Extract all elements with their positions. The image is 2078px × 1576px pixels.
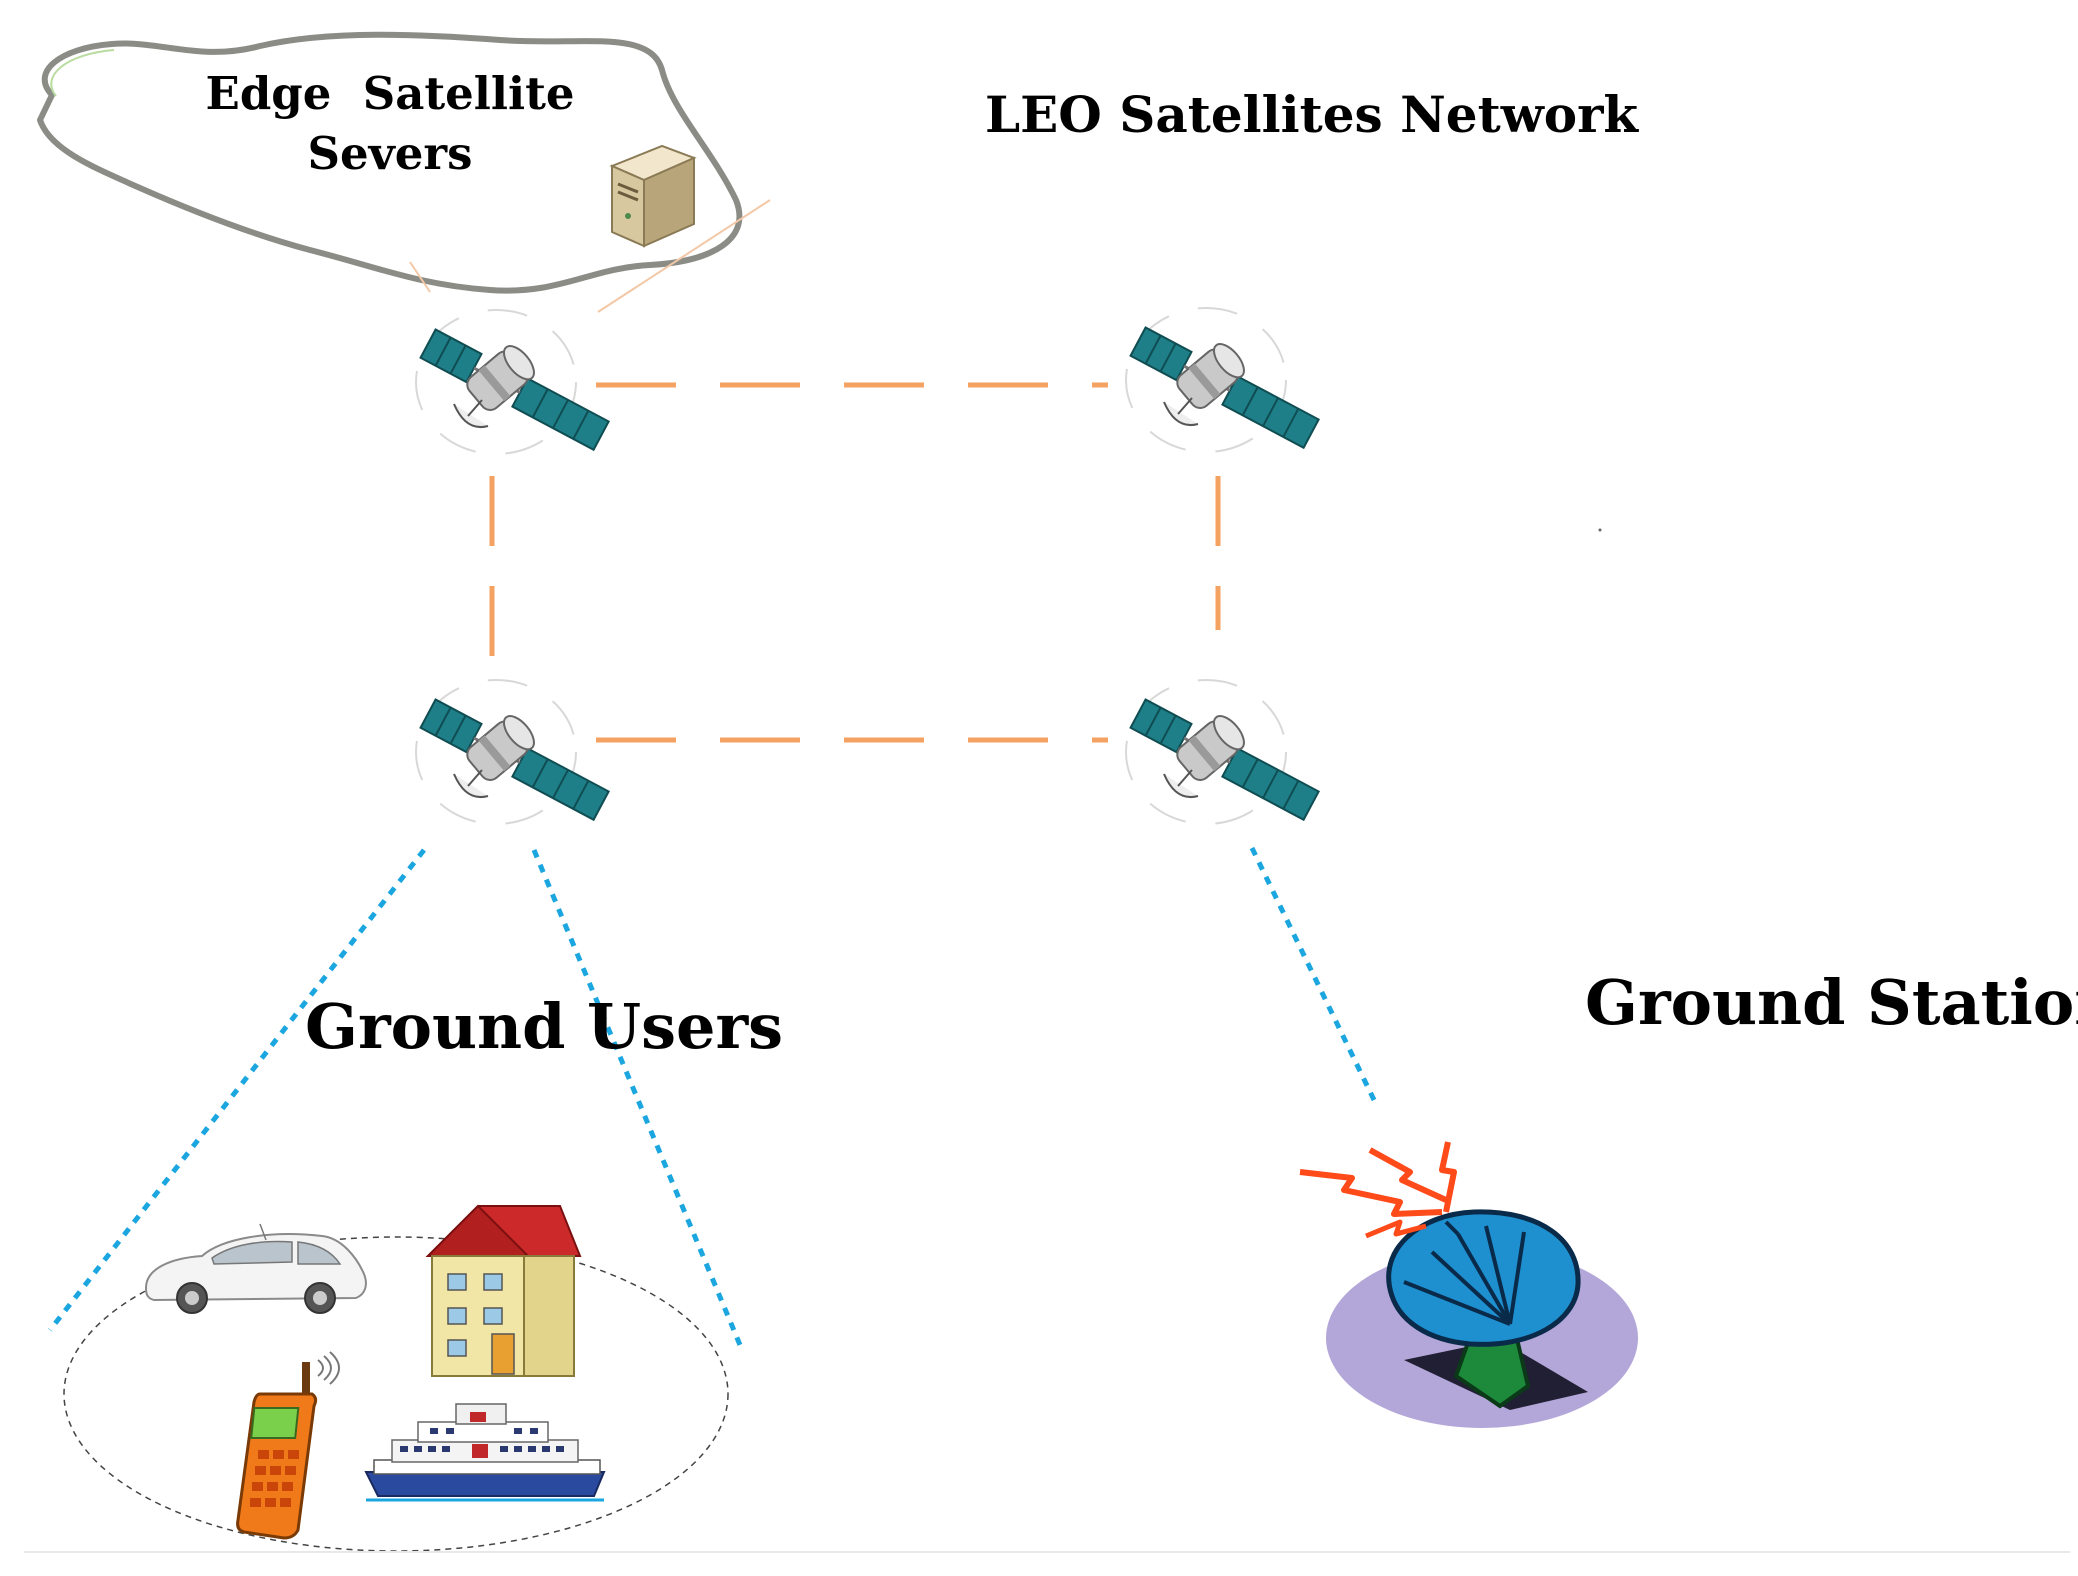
edge-satellite-servers-label: Edge Satellite Severs (160, 64, 620, 184)
cloud-title-line2: Severs (307, 127, 473, 180)
edge-server-cloud (37, 31, 771, 313)
satellite-icon (1124, 678, 1321, 826)
server-icon (609, 144, 697, 248)
satellite-icon (1124, 306, 1321, 454)
ship-icon (364, 1403, 606, 1502)
ground-users-label: Ground Users (305, 990, 784, 1063)
network-title: LEO Satellites Network (985, 85, 1639, 144)
mobile-phone-icon (236, 1351, 340, 1540)
station-link (1249, 846, 1378, 1104)
user-link-left (48, 848, 426, 1332)
ground-station-label: Ground Station (1585, 966, 2078, 1039)
satellite-icon (414, 678, 611, 826)
satellite-dish-icon (1299, 1141, 1638, 1428)
ground-links (48, 846, 1378, 1346)
car-icon (144, 1223, 367, 1314)
stray-dot (1598, 528, 1602, 532)
house-icon (425, 1204, 582, 1377)
cloud-title-line1: Edge Satellite (205, 67, 575, 120)
inter-satellite-links (489, 382, 1221, 743)
satellite-icon (414, 308, 611, 456)
